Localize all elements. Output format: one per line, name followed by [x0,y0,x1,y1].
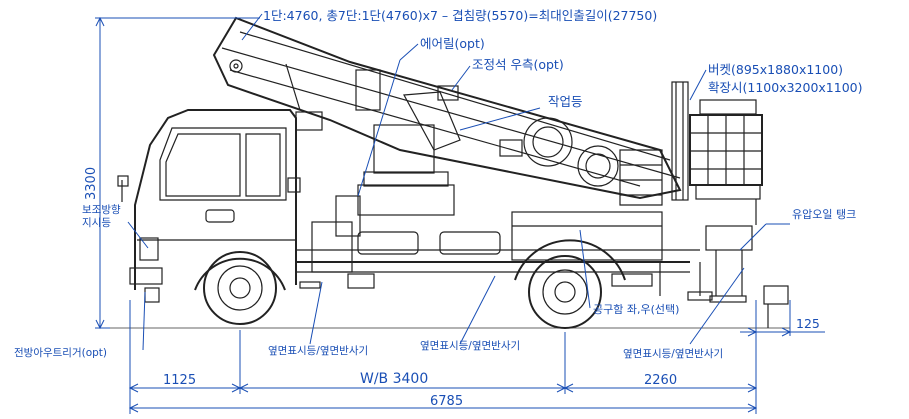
work-light-label: 작업등 [548,94,583,109]
turn-signal-label-2: 지시등 [82,217,111,229]
wheelbase-dimension: W/B 3400 [360,371,428,387]
front-overhang-dimension: 1125 [163,373,196,388]
tool-box-label: 공구함 좌,우(선택) [593,303,679,316]
rear-overhang-dimension: 2260 [644,373,677,388]
leader-lines [127,13,790,351]
side-marker-label-2: 옆면표시등/옆면반사기 [420,340,520,352]
control-seat-label: 조정석 우측(opt) [472,57,564,72]
boom-spec-label: 1단:4760, 총7단:1단(4760)x7 – 겹침량(5570)=최대인출… [263,8,657,23]
side-marker-label-1: 옆면표시등/옆면반사기 [268,345,368,357]
front-trigger-label: 전방아우트리거(opt) [14,347,107,359]
height-dimension: 3300 [84,167,99,200]
hydraulic-tank-label: 유압오일 탱크 [792,207,856,221]
airline-label: 에어릴(opt) [420,36,485,51]
turn-signal-label-1: 보조방향 [82,204,121,216]
front-wheel [194,251,286,325]
dimension-lines [95,16,825,414]
bucket-expanded-label: 확장시(1100x3200x1100) [708,80,862,95]
boom [212,16,682,206]
truck-illustration [105,16,790,329]
bucket [671,81,763,225]
rear-offset-dimension: 125 [796,316,820,331]
total-length-dimension: 6785 [430,394,463,409]
turret [335,91,461,237]
side-marker-label-3: 옆면표시등/옆면반사기 [623,348,723,360]
bucket-size-label: 버켓(895x1880x1100) [708,62,843,77]
rear-support [705,225,789,328]
chassis-frame [296,211,713,301]
